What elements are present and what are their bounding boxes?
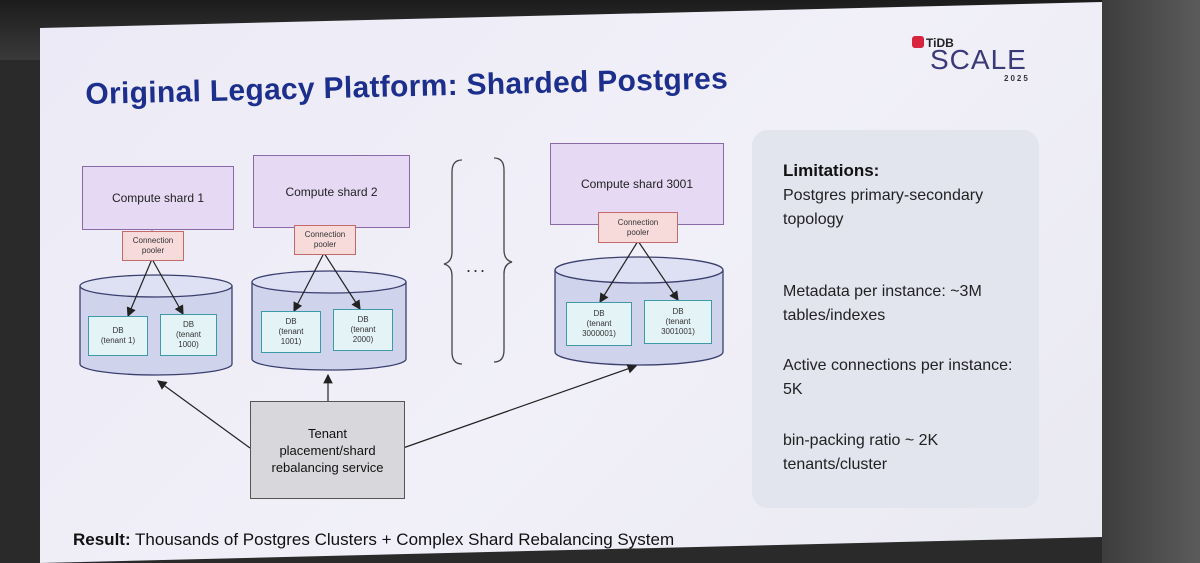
logo-word: SCALE [930,44,1027,75]
result-text: Thousands of Postgres Clusters + Complex… [130,530,675,549]
left-brace [443,159,463,365]
limitation-bin-packing: bin-packing ratio ~ 2K tenants/cluster [783,432,939,473]
tidb-scale-logo: TiDB SCALE 2025 [912,34,1042,86]
wall-background [1102,0,1200,563]
limitation-topology: Postgres primary-secondary topology [783,187,984,228]
logo-year: 2025 [1004,74,1030,83]
logo-brand: TiDB [912,36,954,50]
more-shards-ellipsis: ... [466,256,488,276]
limitations-panel [752,130,1039,508]
compute-shard-1: Compute shard 1 [82,166,234,230]
compute-shard-2: Compute shard 2 [253,155,410,228]
tidb-logo-icon [912,36,924,48]
limitation-connections: Active connections per instance: 5K [783,357,1013,398]
right-brace [493,157,513,363]
result-line: Result: Thousands of Postgres Clusters +… [73,530,674,550]
limitations-heading: Limitations: [783,161,880,180]
db-tenant-1: DB(tenant 1) [88,316,148,356]
limitation-metadata: Metadata per instance: ~3M tables/indexe… [783,283,982,324]
compute-shard-3001: Compute shard 3001 [550,143,724,225]
result-label: Result: [73,530,131,549]
